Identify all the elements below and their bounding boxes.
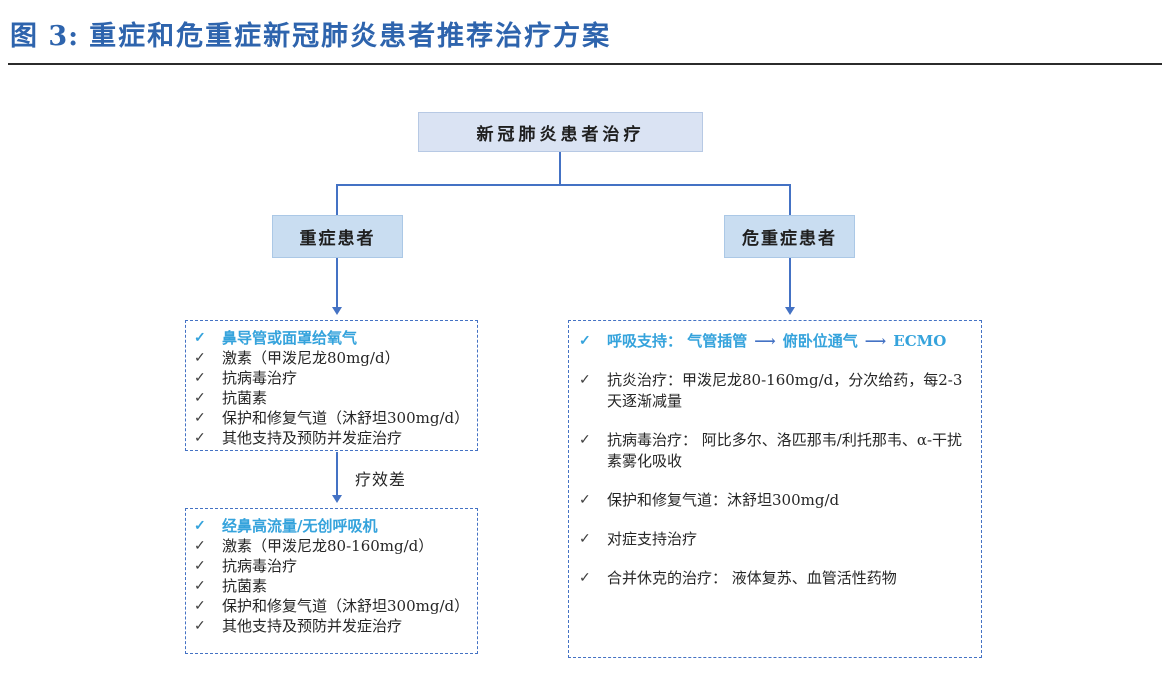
severe-branch-node: 重症患者 (272, 215, 403, 258)
right-arrow-icon: ⟶ (864, 332, 887, 350)
connector-line (789, 258, 791, 308)
check-icon: ✓ (579, 372, 591, 388)
check-icon: ✓ (579, 432, 591, 448)
check-icon: ✓ (194, 390, 206, 406)
connector-line (336, 184, 791, 186)
check-item: ✓ 抗菌素 (194, 388, 469, 408)
check-item: ✓ 抗炎治疗：甲泼尼龙80-160mg/d，分次给药，每2-3天逐渐减量 (579, 370, 971, 412)
arrow-down-icon (332, 307, 342, 315)
check-item: ✓ 鼻导管或面罩给氧气 (194, 328, 469, 348)
figure-title: 图 3: 重症和危重症新冠肺炎患者推荐治疗方案 (10, 14, 611, 53)
check-icon: ✓ (579, 531, 591, 547)
check-icon: ✓ (194, 598, 206, 614)
check-icon: ✓ (194, 410, 206, 426)
check-item-text: 抗菌素 (222, 577, 268, 595)
arrow-down-icon (332, 495, 342, 503)
connector-line (336, 452, 338, 496)
check-item: ✓ 对症支持治疗 (579, 529, 971, 550)
severe-stage1-box: ✓ 鼻导管或面罩给氧气 ✓ 激素（甲泼尼龙80mg/d） ✓ 抗病毒治疗 ✓ 抗菌素 ✓ 保护和修… (185, 320, 478, 451)
figure-title-text: 重症和危重症新冠肺炎患者推荐治疗方案 (89, 21, 612, 52)
check-item-text: 对症支持治疗 (607, 530, 698, 548)
check-icon: ✓ (194, 518, 206, 534)
check-item-text: 抗炎治疗：甲泼尼龙80-160mg/d，分次给药，每2-3天逐渐减量 (607, 371, 963, 410)
check-item: ✓ 抗病毒治疗 (194, 368, 469, 388)
check-item: ✓ 抗菌素 (194, 576, 469, 596)
check-icon: ✓ (194, 578, 206, 594)
check-item-text: 保护和修复气道（沐舒坦300mg/d） (222, 597, 470, 615)
check-icon: ✓ (194, 430, 206, 446)
check-item: ✓ 激素（甲泼尼龙80mg/d） (194, 348, 469, 368)
figure-label: 图 3: (10, 21, 80, 52)
check-item: ✓ 保护和修复气道（沐舒坦300mg/d） (194, 408, 469, 428)
check-item-text: 保护和修复气道（沐舒坦300mg/d） (222, 409, 470, 427)
check-icon: ✓ (194, 330, 206, 346)
check-item: ✓ 呼吸支持： 气管插管⟶俯卧位通气⟶ECMO (579, 331, 971, 352)
check-item-text: 呼吸支持： 气管插管⟶俯卧位通气⟶ECMO (607, 332, 947, 350)
check-item-text: 鼻导管或面罩给氧气 (222, 329, 358, 347)
connector-line (336, 184, 338, 215)
check-icon: ✓ (579, 570, 591, 586)
check-item-text: 保护和修复气道：沐舒坦300mg/d (607, 491, 840, 509)
check-item: ✓ 抗病毒治疗： 阿比多尔、洛匹那韦/利托那韦、α-干扰素雾化吸收 (579, 430, 971, 472)
check-item: ✓ 合并休克的治疗： 液体复苏、血管活性药物 (579, 568, 971, 589)
connector-line (559, 152, 561, 185)
edge-label-poor-efficacy: 疗效差 (355, 470, 407, 489)
arrow-down-icon (785, 307, 795, 315)
check-icon: ✓ (194, 370, 206, 386)
check-item-text: 抗菌素 (222, 389, 268, 407)
check-item: ✓ 抗病毒治疗 (194, 556, 469, 576)
check-item-text: 合并休克的治疗： 液体复苏、血管活性药物 (607, 569, 897, 587)
check-item-text: 其他支持及预防并发症治疗 (222, 617, 403, 635)
check-item-text: 其他支持及预防并发症治疗 (222, 429, 403, 447)
check-item-text: 抗病毒治疗 (222, 369, 298, 387)
check-icon: ✓ (194, 350, 206, 366)
severe-stage2-box: ✓ 经鼻高流量/无创呼吸机 ✓ 激素（甲泼尼龙80-160mg/d） ✓ 抗病毒治疗 ✓ 抗菌… (185, 508, 478, 654)
check-icon: ✓ (579, 333, 591, 349)
check-item: ✓ 保护和修复气道（沐舒坦300mg/d） (194, 596, 469, 616)
right-arrow-icon: ⟶ (754, 332, 776, 350)
check-item-text: 抗病毒治疗： 阿比多尔、洛匹那韦/利托那韦、α-干扰素雾化吸收 (607, 431, 963, 470)
check-icon: ✓ (194, 618, 206, 634)
check-item-text: 激素（甲泼尼龙80-160mg/d） (222, 537, 434, 555)
connector-line (789, 184, 791, 215)
check-item-text: 经鼻高流量/无创呼吸机 (222, 517, 378, 535)
check-item: ✓ 经鼻高流量/无创呼吸机 (194, 516, 469, 536)
check-icon: ✓ (194, 558, 206, 574)
root-node: 新冠肺炎患者治疗 (418, 112, 703, 152)
check-item-text: 激素（甲泼尼龙80mg/d） (222, 349, 400, 367)
check-icon: ✓ (579, 492, 591, 508)
critical-branch-node: 危重症患者 (724, 215, 855, 258)
check-item: ✓ 其他支持及预防并发症治疗 (194, 616, 469, 636)
critical-treatment-box: ✓ 呼吸支持： 气管插管⟶俯卧位通气⟶ECMO ✓ 抗炎治疗：甲泼尼龙80-160mg… (568, 320, 982, 658)
check-item: ✓ 保护和修复气道：沐舒坦300mg/d (579, 490, 971, 511)
check-item-text: 抗病毒治疗 (222, 557, 298, 575)
connector-line (336, 258, 338, 308)
title-underline (8, 63, 1162, 65)
check-item: ✓ 其他支持及预防并发症治疗 (194, 428, 469, 448)
check-icon: ✓ (194, 538, 206, 554)
check-item: ✓ 激素（甲泼尼龙80-160mg/d） (194, 536, 469, 556)
